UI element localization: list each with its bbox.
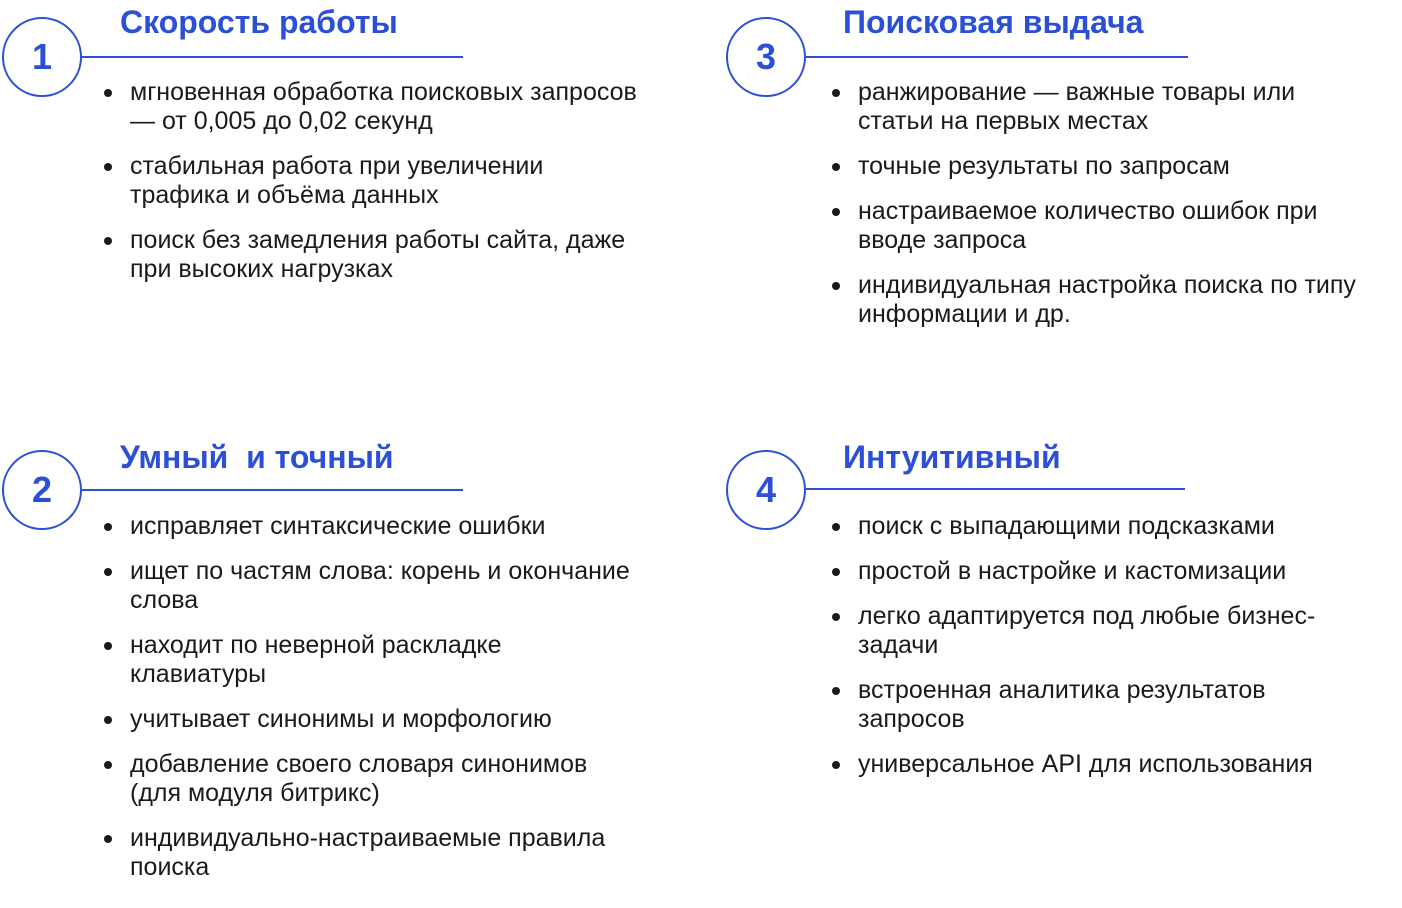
section-title: Умный и точный [120,439,394,475]
list-item: легко адаптируется под любые бизнес-зада… [830,602,1375,660]
list-item-text: мгновенная обработка поисковых запросов … [130,78,637,135]
list-item-text: исправляет синтаксические ошибки [130,512,546,540]
list-item-text: настраиваемое количество ошибок при ввод… [858,197,1318,254]
list-item: поиск без замедления работы сайта, даже … [102,226,642,284]
section-title: Поисковая выдача [843,4,1144,40]
list-item-text: добавление своего словаря синонимов (для… [130,750,588,807]
bullet-icon [104,642,112,650]
bullet-icon [104,163,112,171]
bullet-icon [832,282,840,290]
list-item: учитывает синонимы и морфологию [102,705,642,734]
section-divider [82,489,463,491]
list-item-text: точные результаты по запросам [858,152,1230,180]
section-title: Скорость работы [120,4,398,40]
list-item: индивидуальная настройка поиска по типу … [830,271,1370,329]
list-item: находит по неверной раскладке клавиатуры [102,631,642,689]
bullet-icon [832,163,840,171]
bullet-icon [832,523,840,531]
bullet-list: ранжирование — важные товары или статьи … [830,78,1370,345]
list-item-text: ищет по частям слова: корень и окончание… [130,557,630,614]
list-item: универсальное API для использования [830,750,1375,779]
list-item: индивидуально-настраиваемые правила поис… [102,824,642,882]
list-item-text: поиск без замедления работы сайта, даже … [130,226,626,283]
bullet-icon [104,835,112,843]
list-item-text: встроенная аналитика результатов запросо… [858,676,1266,733]
bullet-icon [104,523,112,531]
list-item-text: индивидуальная настройка поиска по типу … [858,271,1356,328]
list-item-text: простой в настройке и кастомизации [858,557,1287,585]
list-item-text: индивидуально-настраиваемые правила поис… [130,824,606,881]
bullet-list: мгновенная обработка поисковых запросов … [102,78,642,300]
list-item: добавление своего словаря синонимов (для… [102,750,642,808]
bullet-icon [104,568,112,576]
bullet-icon [104,89,112,97]
number-badge: 2 [2,450,82,530]
list-item: простой в настройке и кастомизации [830,557,1375,586]
bullet-icon [832,89,840,97]
bullet-icon [832,687,840,695]
number-badge: 1 [2,17,82,97]
list-item: исправляет синтаксические ошибки [102,512,642,541]
section-divider [82,56,463,58]
bullet-icon [832,208,840,216]
list-item-text: поиск с выпадающими подсказками [858,512,1275,540]
bullet-list: исправляет синтаксические ошибки ищет по… [102,512,642,898]
list-item-text: учитывает синонимы и морфологию [130,705,552,733]
list-item: настраиваемое количество ошибок при ввод… [830,197,1370,255]
bullet-icon [104,716,112,724]
bullet-icon [832,613,840,621]
list-item: встроенная аналитика результатов запросо… [830,676,1375,734]
list-item: точные результаты по запросам [830,152,1370,181]
bullet-icon [104,237,112,245]
list-item-text: стабильная работа при увеличении трафика… [130,152,544,209]
bullet-icon [832,568,840,576]
section-divider [806,56,1188,58]
list-item: ищет по частям слова: корень и окончание… [102,557,642,615]
section-title: Интуитивный [843,439,1061,475]
bullet-icon [104,761,112,769]
list-item-text: ранжирование — важные товары или статьи … [858,78,1296,135]
list-item: поиск с выпадающими подсказками [830,512,1375,541]
list-item-text: легко адаптируется под любые бизнес-зада… [858,602,1316,659]
list-item: ранжирование — важные товары или статьи … [830,78,1370,136]
list-item: стабильная работа при увеличении трафика… [102,152,642,210]
section-divider [806,488,1185,490]
list-item-text: универсальное API для использования [858,750,1313,778]
number-badge: 4 [726,450,806,530]
bullet-icon [832,761,840,769]
list-item: мгновенная обработка поисковых запросов … [102,78,642,136]
list-item-text: находит по неверной раскладке клавиатуры [130,631,502,688]
bullet-list: поиск с выпадающими подсказками простой … [830,512,1375,795]
number-badge: 3 [726,17,806,97]
